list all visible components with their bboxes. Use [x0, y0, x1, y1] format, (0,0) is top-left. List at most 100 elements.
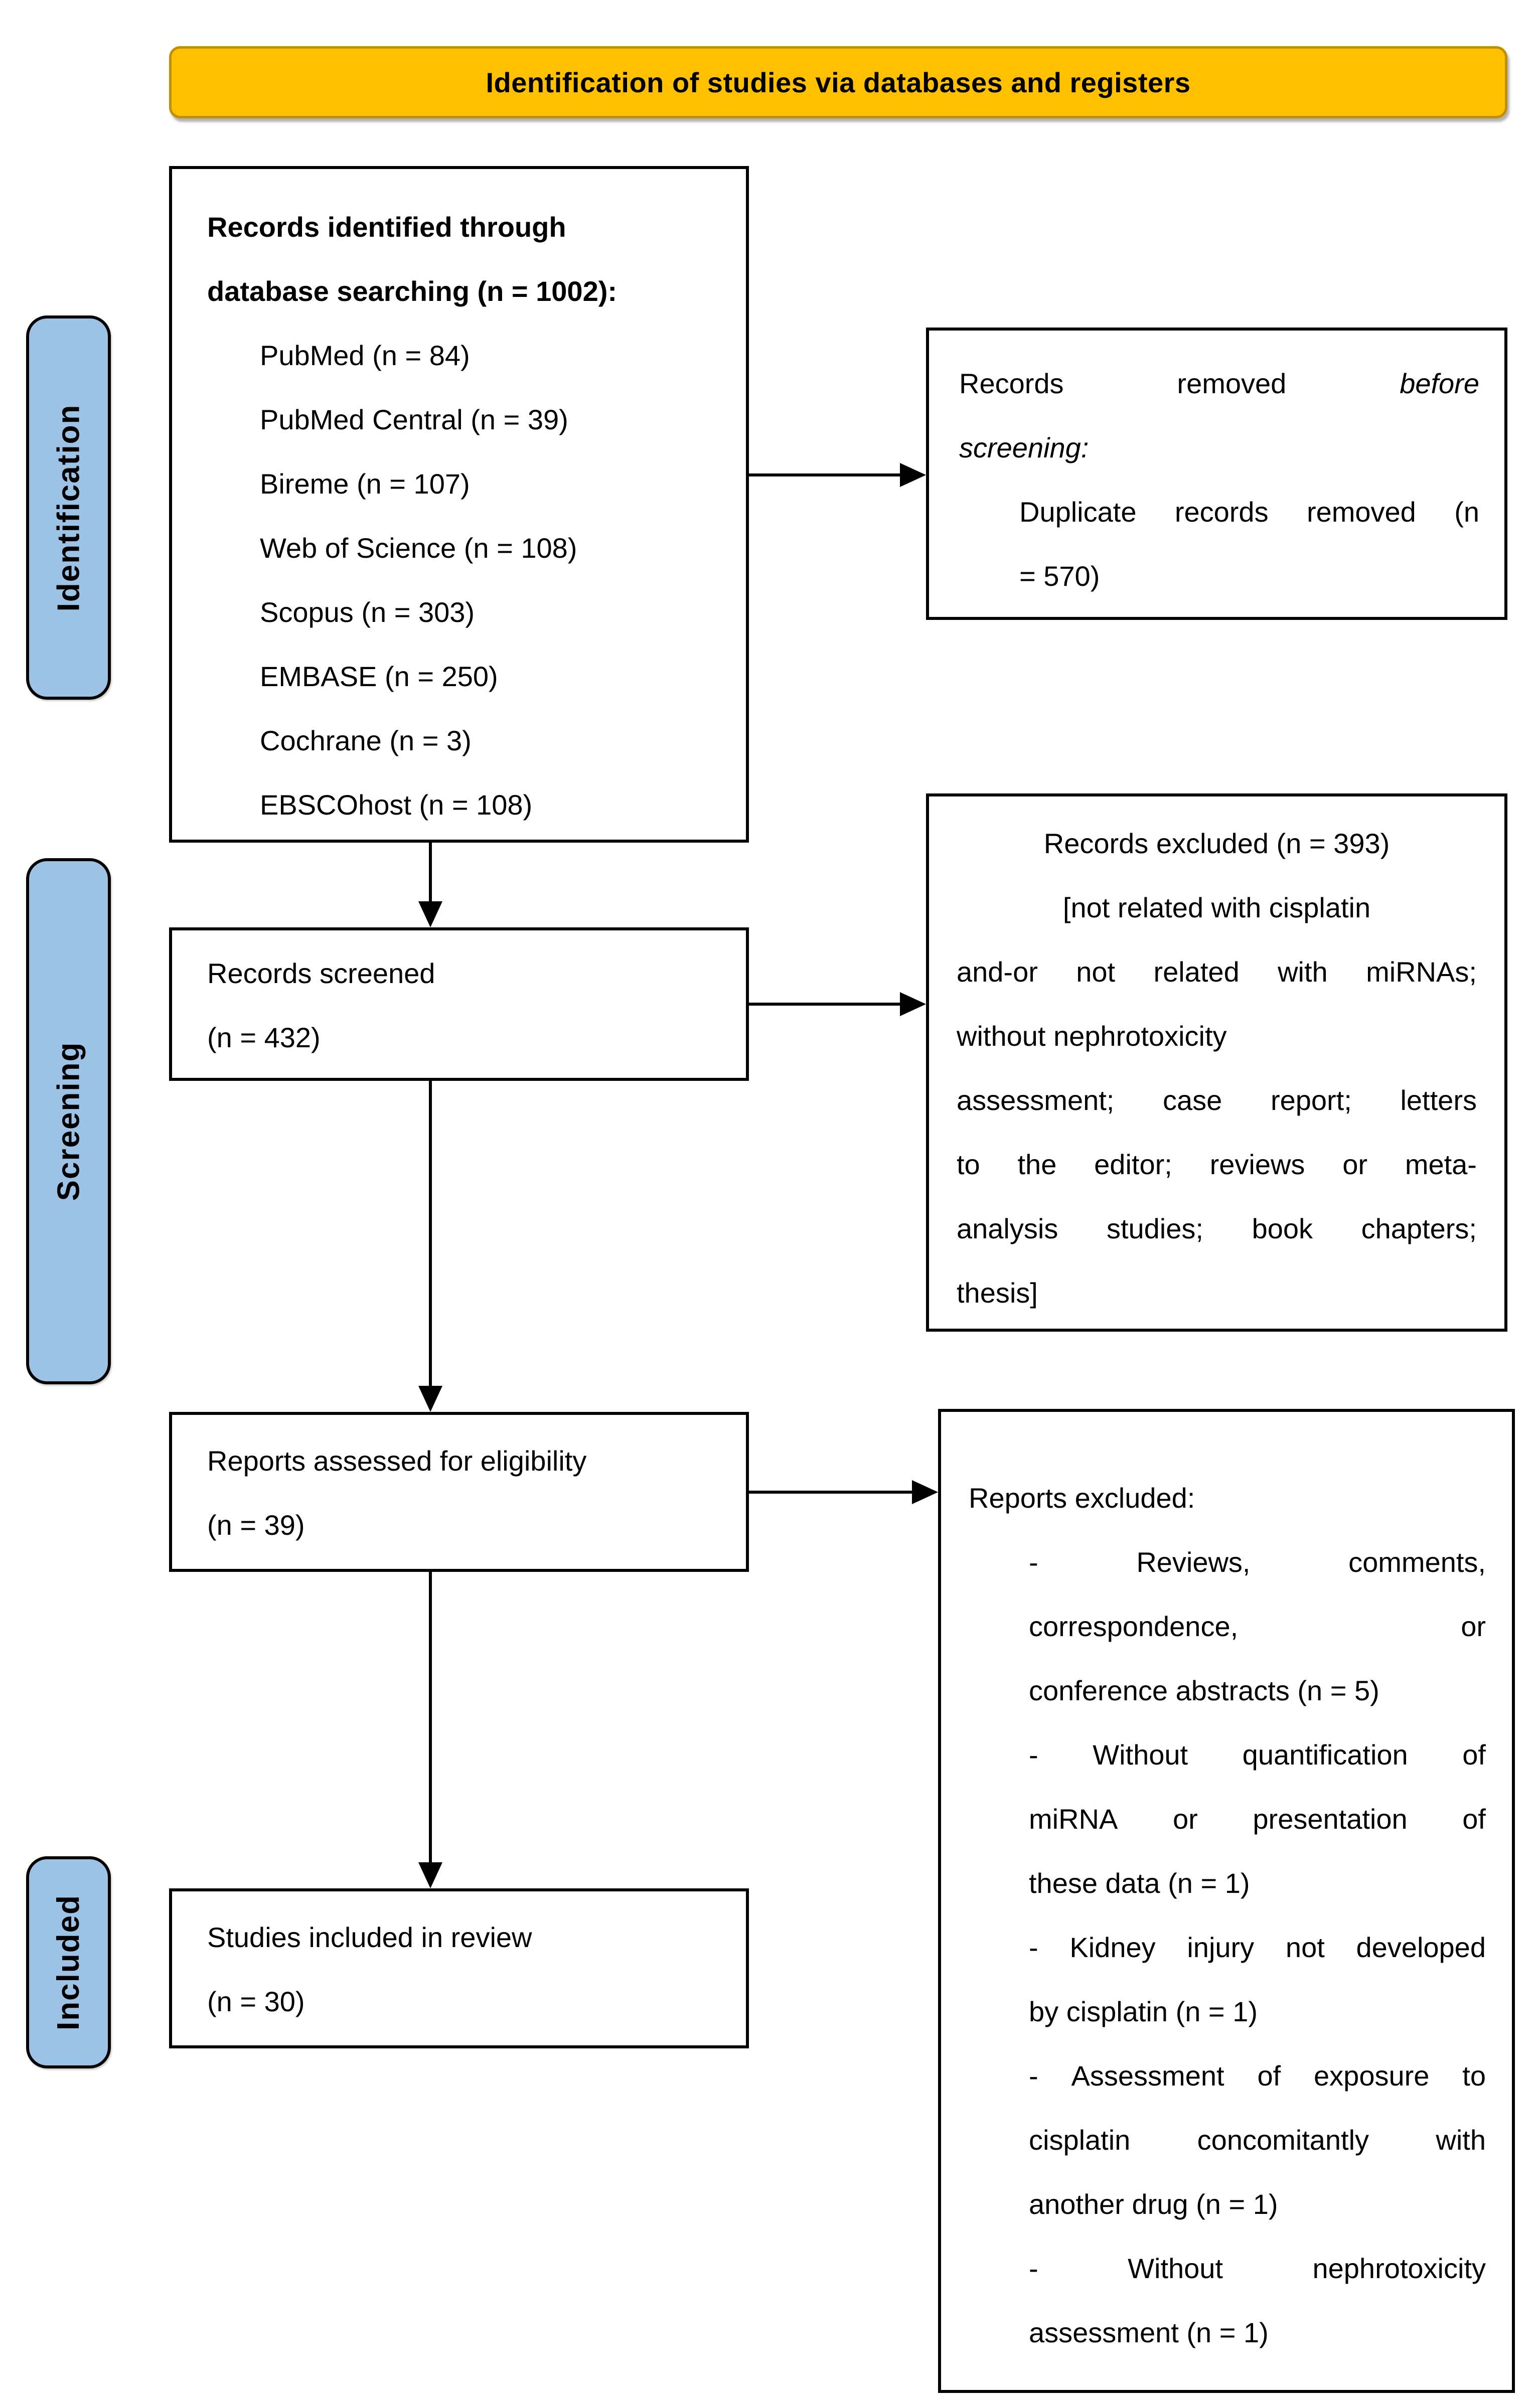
text-line: (n = 39)	[207, 1493, 726, 1557]
text-segment: (n = 30)	[207, 1986, 305, 2017]
text-segment: PubMed (n = 84)	[260, 340, 470, 371]
text-segment: (n	[1454, 496, 1479, 528]
text-segment: with	[1278, 956, 1328, 988]
text-segment: studies;	[1106, 1213, 1203, 1244]
stage-label-screening-text: Screening	[51, 1041, 86, 1201]
text-segment: miRNAs;	[1366, 956, 1477, 988]
arrow-assessed-to-reports-excluded-head-icon	[912, 1480, 938, 1504]
box-reports-assessed: Reports assessed for eligibility (n = 39)	[169, 1412, 749, 1572]
text-line: by cisplatin (n = 1)	[969, 1980, 1486, 2044]
text-segment: = 570)	[1019, 560, 1100, 592]
text-line: screening:	[959, 416, 1479, 480]
text-segment: conference abstracts (n = 5)	[1029, 1675, 1379, 1706]
text-segment: EBSCOhost (n = 108)	[260, 789, 533, 821]
text-segment: Scopus (n = 303)	[260, 596, 475, 628]
text-segment: chapters;	[1361, 1213, 1477, 1244]
text-segment: Reports assessed for eligibility	[207, 1445, 587, 1477]
text-segment: the	[1017, 1149, 1057, 1180]
text-segment: records	[1174, 496, 1269, 528]
text-segment: these data (n = 1)	[1029, 1867, 1250, 1899]
text-segment: -	[1029, 1739, 1038, 1771]
text-segment: meta-	[1405, 1149, 1477, 1180]
text-line: (n = 432)	[207, 1006, 726, 1070]
text-segment: or	[1461, 1611, 1486, 1642]
text-segment: -	[1029, 2253, 1038, 2284]
text-segment: comments,	[1348, 1546, 1486, 1578]
arrow-screened-to-assessed-head-icon	[418, 1386, 442, 1412]
text-line: these data (n = 1)	[969, 1851, 1486, 1915]
text-line: (n = 30)	[207, 1970, 726, 2034]
text-segment: nephrotoxicity	[1312, 2253, 1486, 2284]
text-segment: book	[1252, 1213, 1313, 1244]
text-segment: Studies included in review	[207, 1921, 532, 1953]
text-segment: (n = 39)	[207, 1509, 305, 1541]
arrow-identified-to-removed-head-icon	[900, 463, 926, 487]
box-reports-excluded: Reports excluded:-Reviews,comments,corre…	[938, 1409, 1515, 2393]
text-segment: Records screened	[207, 957, 435, 989]
text-segment: [not related with cisplatin	[1062, 892, 1371, 923]
text-segment: Without	[1128, 2253, 1223, 2284]
text-line: Records screened	[207, 941, 726, 1006]
text-segment: and-or	[957, 956, 1038, 988]
text-segment: Kidney	[1069, 1932, 1156, 1963]
text-segment: -	[1029, 1932, 1038, 1963]
box-studies-included: Studies included in review (n = 30)	[169, 1888, 749, 2048]
text-segment: quantification	[1242, 1739, 1408, 1771]
text-segment: to	[1462, 2060, 1486, 2092]
text-line: Bireme (n = 107)	[207, 452, 726, 516]
box-records-identified: Records identified through database searc…	[169, 166, 749, 843]
text-segment: Cochrane (n = 3)	[260, 725, 472, 756]
box-records-screened: Records screened (n = 432)	[169, 927, 749, 1081]
text-segment: of	[1257, 2060, 1281, 2092]
text-line: Reports excluded:	[969, 1466, 1486, 1530]
arrow-identified-to-removed-line	[749, 473, 902, 476]
text-segment: screening:	[959, 432, 1089, 463]
stage-label-identification: Identification	[26, 315, 111, 700]
text-line: Reports assessed for eligibility	[207, 1429, 726, 1493]
stage-label-included-text: Included	[51, 1894, 86, 2030]
arrow-assessed-to-included-head-icon	[418, 1862, 442, 1888]
text-segment: letters	[1400, 1084, 1477, 1116]
text-segment: Without	[1093, 1739, 1188, 1771]
text-segment: not	[1076, 956, 1116, 988]
text-line: Records excluded (n = 393)	[957, 812, 1477, 876]
text-segment: -	[1029, 2060, 1038, 2092]
arrow-identified-to-screened-line	[429, 843, 432, 903]
text-segment: or	[1342, 1149, 1368, 1180]
text-segment: or	[1172, 1803, 1198, 1835]
stage-label-included: Included	[26, 1856, 111, 2068]
text-segment: exposure	[1314, 2060, 1430, 2092]
text-line: analysis studies; book chapters;	[957, 1197, 1477, 1261]
text-segment: EMBASE (n = 250)	[260, 661, 498, 692]
text-line: EBSCOhost (n = 108)	[207, 773, 726, 837]
banner: Identification of studies via databases …	[169, 46, 1507, 118]
text-segment: not	[1285, 1932, 1325, 1963]
text-line: conference abstracts (n = 5)	[969, 1659, 1486, 1723]
text-segment: to	[957, 1149, 980, 1180]
text-segment: Reports excluded:	[969, 1482, 1195, 1514]
text-segment: of	[1462, 1803, 1486, 1835]
arrow-screened-to-excluded-head-icon	[900, 992, 926, 1016]
text-segment: of	[1462, 1739, 1486, 1771]
text-segment: Records identified through	[207, 211, 566, 243]
text-line: [not related with cisplatin	[957, 876, 1477, 940]
text-line: PubMed (n = 84)	[207, 324, 726, 388]
text-line: - Without quantification of	[969, 1723, 1486, 1787]
text-line: database searching (n = 1002):	[207, 259, 726, 324]
text-segment: injury	[1187, 1932, 1255, 1963]
text-line: PubMed Central (n = 39)	[207, 388, 726, 452]
banner-title: Identification of studies via databases …	[486, 66, 1191, 98]
text-line: EMBASE (n = 250)	[207, 645, 726, 709]
text-segment: PubMed Central (n = 39)	[260, 404, 568, 435]
text-segment: reviews	[1209, 1149, 1305, 1180]
text-segment: analysis	[957, 1213, 1058, 1244]
text-segment: removed	[1306, 496, 1416, 528]
text-segment: Records excluded (n = 393)	[1043, 828, 1390, 859]
